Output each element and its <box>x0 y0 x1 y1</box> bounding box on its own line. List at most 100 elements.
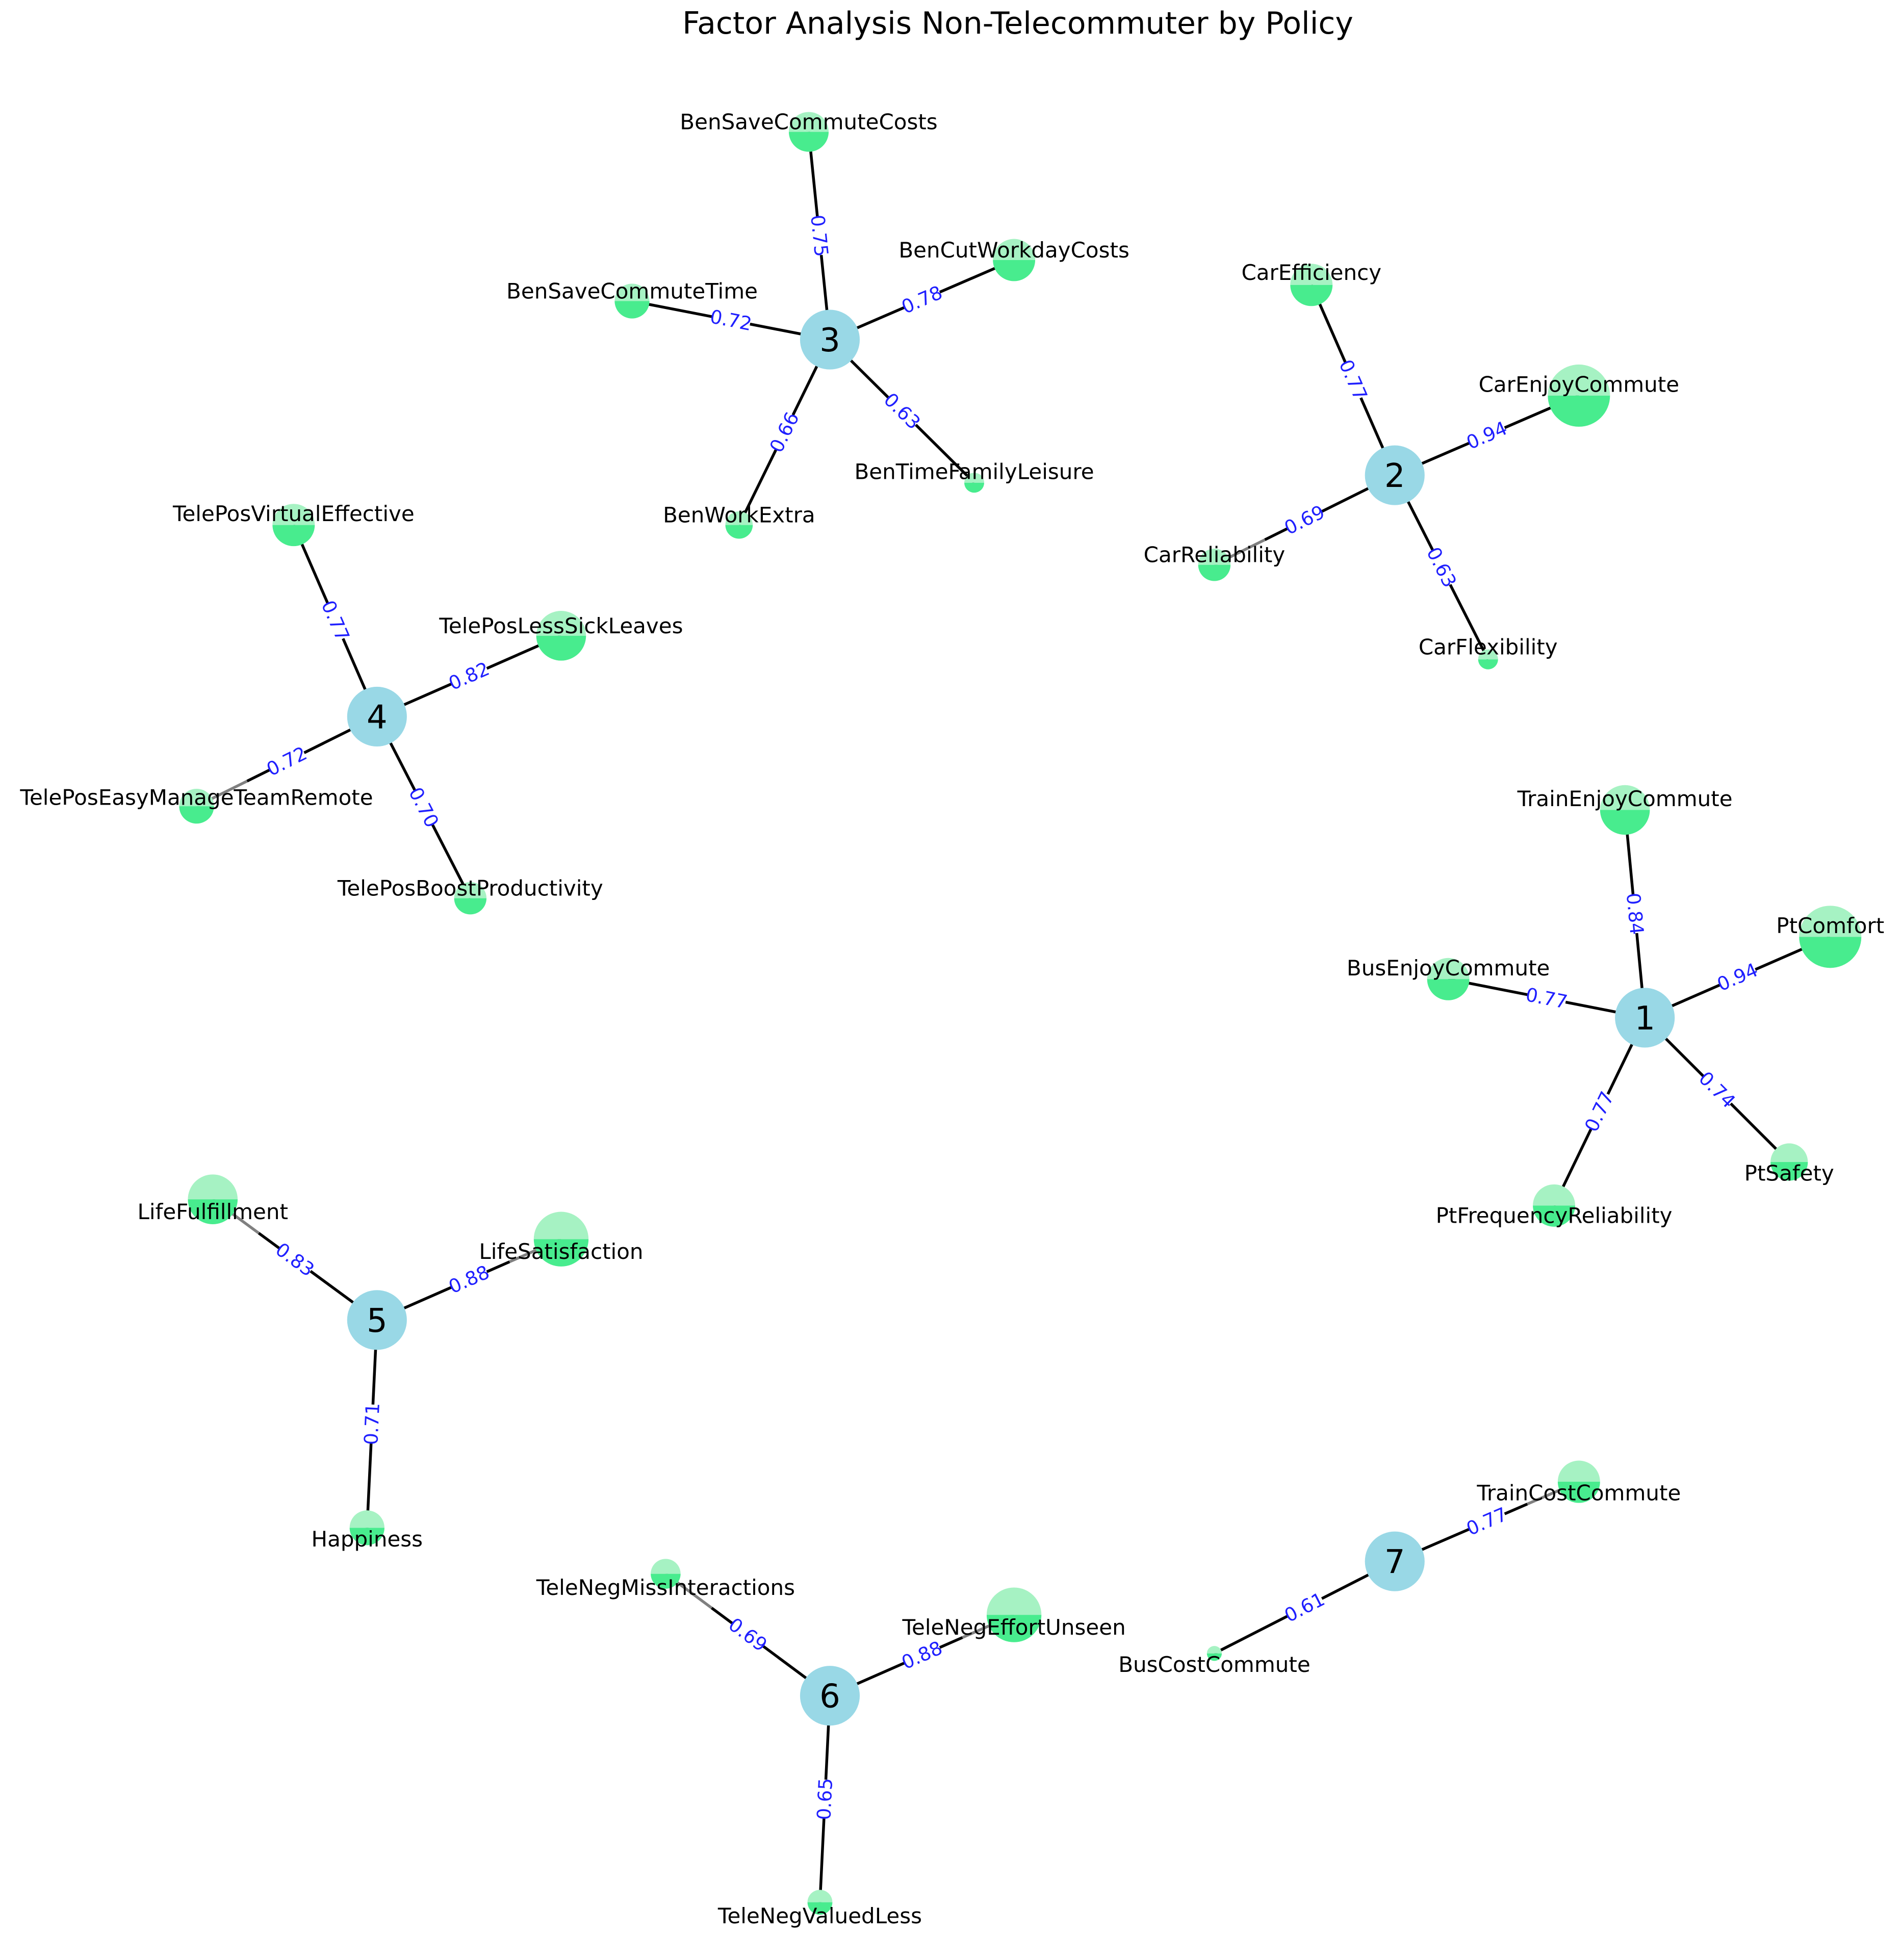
variable-node-bottom <box>536 635 586 661</box>
variable-label: LifeSatisfaction <box>479 1239 643 1264</box>
variable-node-top <box>1290 264 1333 285</box>
variable-node <box>272 504 315 547</box>
variable-node <box>1557 1460 1600 1503</box>
variable-label: CarEfficiency <box>1241 260 1381 285</box>
edge-label-background <box>447 658 492 694</box>
edge-label-background <box>1465 417 1509 454</box>
loading-value-label: 0.75 <box>806 214 832 257</box>
variable-node-bottom <box>964 482 985 493</box>
variable-node <box>614 283 650 319</box>
factor-node-label: 2 <box>1384 457 1405 495</box>
variable-node <box>964 473 985 493</box>
variable-node-bottom <box>807 1902 833 1915</box>
edge-label-background <box>317 598 353 643</box>
variable-node <box>986 1587 1042 1642</box>
variable-label: TelePosLessSickLeaves <box>439 613 683 638</box>
factor-node-label: 4 <box>367 699 388 736</box>
variable-node <box>533 1211 589 1267</box>
loading-value-label: 0.94 <box>1714 959 1761 995</box>
variable-node <box>1290 264 1333 306</box>
variable-node-top <box>1533 1184 1576 1206</box>
variable-node-top <box>188 1174 238 1200</box>
variable-node-bottom <box>1557 1482 1600 1503</box>
loading-value-label: 0.84 <box>1622 892 1648 936</box>
variable-node <box>1206 1646 1222 1661</box>
variable-node <box>788 112 829 152</box>
factor-node-label: 7 <box>1384 1543 1405 1581</box>
variable-node-top <box>614 283 650 301</box>
edge-label-background <box>1282 1588 1327 1627</box>
variable-node-top <box>1206 1646 1222 1654</box>
variable-node-top <box>651 1559 681 1574</box>
variable-node-bottom <box>1533 1205 1576 1227</box>
variable-label: Happiness <box>312 1527 423 1552</box>
variable-label: CarFlexibility <box>1419 634 1558 659</box>
factor-node-label: 3 <box>819 322 840 359</box>
variable-node-bottom <box>179 806 214 824</box>
edge-label-background <box>1581 1089 1618 1134</box>
variable-node <box>1533 1184 1576 1227</box>
variable-node-bottom <box>1770 1162 1808 1181</box>
factor-node <box>1615 988 1675 1048</box>
variable-node-bottom <box>1198 564 1231 581</box>
variable-node-top <box>349 1510 384 1528</box>
variable-node-top <box>1770 1143 1808 1162</box>
edge-label-background <box>765 410 803 455</box>
edge-label-background <box>272 1239 317 1280</box>
variable-node-bottom <box>1548 395 1610 427</box>
loading-value-label: 0.77 <box>317 597 353 644</box>
edge-label-background <box>1695 1068 1739 1112</box>
variable-label: TelePosBoostProductivity <box>337 876 603 901</box>
variable-node <box>651 1559 681 1589</box>
diagram-title: Factor Analysis Non-Telecommuter by Poli… <box>682 6 1353 41</box>
variable-node-top <box>986 1587 1042 1615</box>
variable-node-bottom <box>1427 979 1470 1000</box>
variable-node-bottom <box>1206 1653 1222 1661</box>
nodes-layer <box>179 112 1862 1915</box>
edge-label-background <box>264 742 310 780</box>
variable-node <box>807 1890 833 1915</box>
variable-node-top <box>1600 785 1650 810</box>
variable-label: PtFrequencyReliability <box>1436 1203 1673 1228</box>
factor-node <box>1365 445 1425 505</box>
loading-value-label: 0.61 <box>1281 1588 1328 1627</box>
loading-value-label: 0.66 <box>765 408 804 456</box>
variable-node-bottom <box>349 1528 384 1545</box>
variable-node <box>454 882 487 915</box>
variable-node-top <box>807 1890 833 1902</box>
variable-node-top <box>1427 958 1470 979</box>
loading-value-label: 0.71 <box>360 1402 384 1445</box>
variable-node-top <box>179 788 214 807</box>
factor-node <box>347 1290 407 1350</box>
variable-label: CarReliability <box>1144 543 1286 568</box>
variable-node-bottom <box>1478 659 1498 669</box>
variable-node-top <box>993 239 1036 260</box>
edge-label-background <box>880 390 924 433</box>
variable-label: BusCostCommute <box>1118 1652 1310 1677</box>
variable-label: TelePosEasyManageTeamRemote <box>19 785 373 810</box>
variable-node-bottom <box>986 1615 1042 1642</box>
loading-value-label: 0.77 <box>1580 1088 1619 1136</box>
edge-label-background <box>1465 1503 1509 1540</box>
factor-node-label: 5 <box>367 1302 388 1340</box>
loading-value-label: 0.77 <box>1334 356 1371 404</box>
variable-label: LifeFulfillment <box>137 1199 288 1224</box>
variable-node <box>1478 649 1498 669</box>
variable-label: BenWorkExtra <box>663 503 815 528</box>
variable-node <box>1770 1143 1808 1181</box>
variable-node-top <box>725 511 753 525</box>
variable-node <box>725 511 753 539</box>
variable-node <box>179 788 214 824</box>
variable-label: TeleNegEffortUnseen <box>902 1615 1125 1640</box>
variable-node-top <box>536 611 586 636</box>
variable-node-bottom <box>725 525 753 539</box>
loading-value-label: 0.72 <box>263 742 311 781</box>
edge-label-background <box>404 785 443 830</box>
variable-node-bottom <box>454 898 487 915</box>
loading-value-label: 0.63 <box>1422 544 1461 591</box>
loading-value-label: 0.77 <box>1463 1503 1510 1540</box>
variable-node <box>349 1510 384 1545</box>
loading-value-label: 0.69 <box>725 1613 772 1656</box>
variable-label: BenSaveCommuteTime <box>506 278 758 303</box>
loading-value-label: 0.88 <box>898 1637 946 1674</box>
